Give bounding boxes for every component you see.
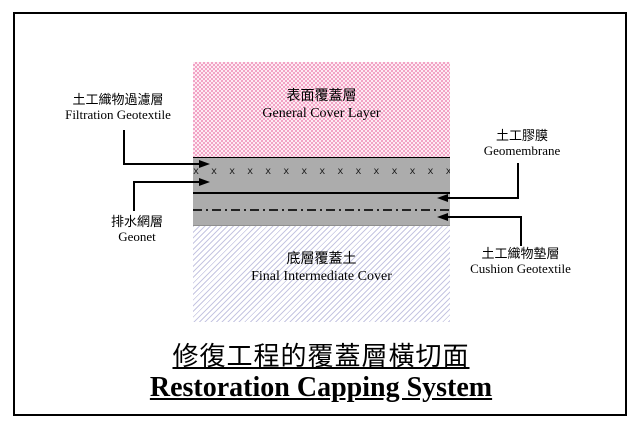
cushion-arrow-left-icon <box>437 213 448 221</box>
layer-general-cover: 表面覆蓋層 General Cover Layer <box>193 62 450 157</box>
layer-general-cover-label: 表面覆蓋層 General Cover Layer <box>193 88 450 122</box>
diagram-title: 修復工程的覆蓋層橫切面 Restoration Capping System <box>0 341 642 404</box>
callout-filtration-geotextile: 土工織物過濾層 Filtration Geotextile <box>38 92 198 122</box>
callout-cushion-geotextile-zh: 土工織物墊層 <box>481 246 560 261</box>
geomembrane-arrow-left-icon <box>437 194 448 202</box>
cushion-connector-horizontal <box>447 216 522 218</box>
geonet-arrow-right-icon <box>199 178 210 186</box>
geomembrane-line <box>193 192 450 194</box>
filtration-connector-horizontal <box>123 163 200 165</box>
callout-cushion-geotextile: 土工織物墊層 Cushion Geotextile <box>448 246 593 276</box>
callout-geomembrane: 土工膠膜 Geomembrane <box>452 128 592 158</box>
geomembrane-connector-vertical <box>517 163 519 199</box>
layer-general-cover-label-en: General Cover Layer <box>262 106 381 121</box>
layer-general-cover-label-zh: 表面覆蓋層 <box>286 89 357 104</box>
geonet-connector-horizontal <box>133 181 200 183</box>
callout-geonet: 排水網層 Geonet <box>77 214 197 244</box>
callout-filtration-geotextile-en: Filtration Geotextile <box>65 107 171 122</box>
callout-cushion-geotextile-en: Cushion Geotextile <box>470 261 571 276</box>
geomembrane-connector-horizontal <box>447 197 519 199</box>
diagram-title-en: Restoration Capping System <box>149 372 493 403</box>
callout-geomembrane-en: Geomembrane <box>483 143 561 158</box>
filtration-connector-vertical <box>123 130 125 164</box>
layer-final-intermediate-cover-label-zh: 底層覆蓋土 <box>286 252 357 267</box>
layer-final-intermediate-cover: 底層覆蓋土 Final Intermediate Cover <box>193 226 450 322</box>
layer-final-intermediate-cover-label: 底層覆蓋土 Final Intermediate Cover <box>193 251 450 285</box>
callout-geonet-zh: 排水網層 <box>110 214 163 229</box>
geonet-connector-vertical <box>133 181 135 211</box>
filtration-arrow-right-icon <box>199 160 210 168</box>
cushion-dashdot-line <box>193 209 450 211</box>
layer-final-intermediate-cover-label-en: Final Intermediate Cover <box>251 269 392 284</box>
geotextile-x-marks: x x x x x x x x x x x x x x x x x x x x … <box>193 166 450 177</box>
callout-filtration-geotextile-zh: 土工織物過濾層 <box>72 92 164 107</box>
cushion-connector-vertical <box>520 216 522 246</box>
layer-geosynthetics-band: x x x x x x x x x x x x x x x x x x x x … <box>193 157 450 226</box>
callout-geonet-en: Geonet <box>118 229 156 244</box>
callout-geomembrane-zh: 土工膠膜 <box>495 128 548 143</box>
diagram-title-zh: 修復工程的覆蓋層橫切面 <box>172 342 470 371</box>
